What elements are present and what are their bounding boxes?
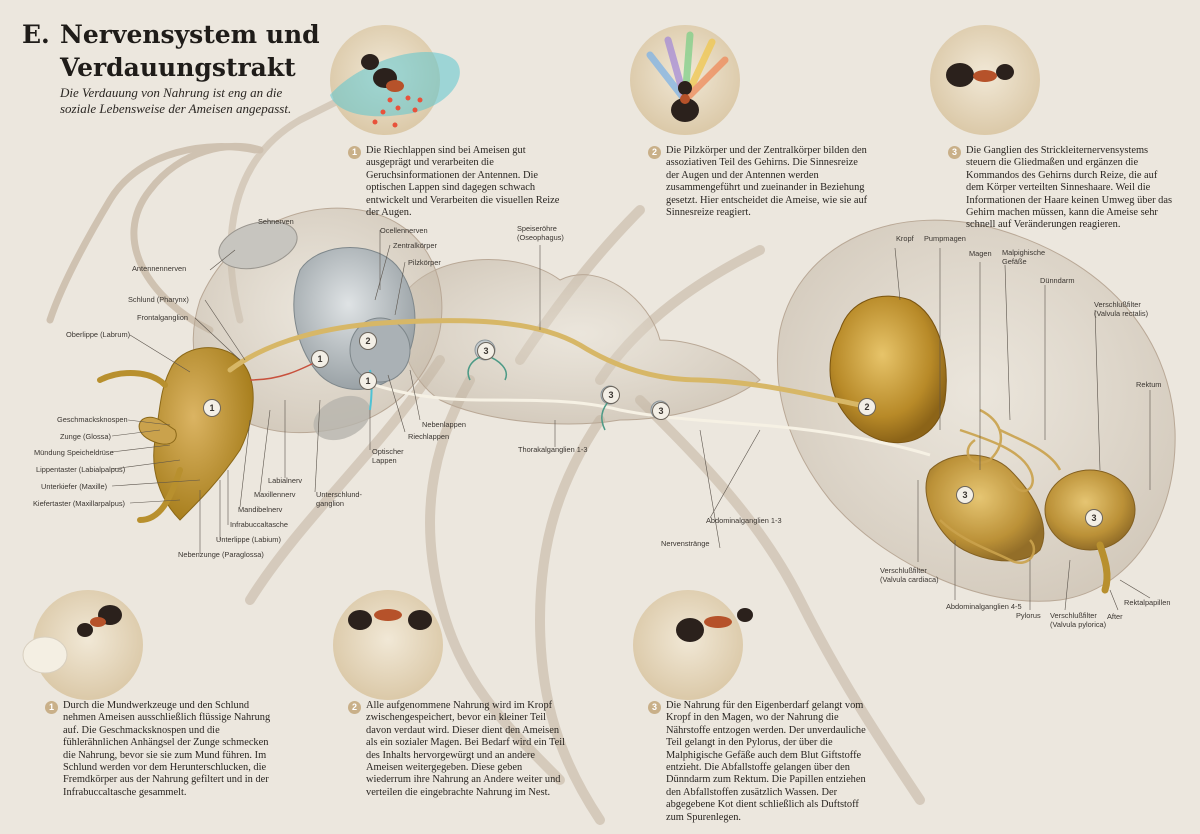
label-vc-2: (Valvula cardiaca) xyxy=(880,575,939,584)
label-magen: Magen xyxy=(969,249,992,258)
bottom-note-1: Durch die Mundwerkzeuge und den Schlund … xyxy=(63,700,271,798)
label-schlund: Schlund (Pharynx) xyxy=(128,295,189,304)
marker-1-olfactory: 1 xyxy=(311,350,329,368)
label-unterschlund-2: ganglion xyxy=(316,499,344,508)
label-pylorus: Pylorus xyxy=(1016,611,1041,620)
bottom-note-3: Die Nahrung für den Eigenberdarf gelangt… xyxy=(666,700,866,823)
thorax xyxy=(398,259,761,425)
label-sehnerven: Sehnerven xyxy=(258,217,294,226)
label-abdominalganglien-4-5: Abdominalganglien 4-5 xyxy=(946,602,1022,611)
label-rektalpapillen: Rektalpapillen xyxy=(1124,598,1171,607)
top-note-1: Die Riechlappen sind bei Ameisen gut aus… xyxy=(366,145,560,219)
label-rektum: Rektum xyxy=(1136,380,1162,389)
label-nebenlappen: Nebenlappen xyxy=(422,420,466,429)
label-oberlippe: Oberlippe (Labrum) xyxy=(66,330,131,339)
label-optischer-1: Optischer xyxy=(372,447,404,456)
label-pumpmagen: Pumpmagen xyxy=(924,234,966,243)
marker-3-stomach: 3 xyxy=(956,486,974,504)
label-zentralkoerper: Zentralkörper xyxy=(393,241,437,250)
label-frontalganglion: Frontalganglion xyxy=(137,313,188,322)
label-nervenstraenge: Nervenstränge xyxy=(661,539,710,548)
label-vp-2: (Valvula pylorica) xyxy=(1050,620,1107,629)
label-abdominalganglien-1-3: Abdominalganglien 1-3 xyxy=(706,516,782,525)
label-optischer-2: Lappen xyxy=(372,456,397,465)
marker-3-thorax-1: 3 xyxy=(477,342,495,360)
marker-2-mushroom-body: 2 xyxy=(359,332,377,350)
label-riechlappen: Riechlappen xyxy=(408,432,450,441)
stomach xyxy=(925,454,1045,562)
marker-2-crop: 2 xyxy=(858,398,876,416)
top-note-3: Die Ganglien des Strickleiternervensyste… xyxy=(966,145,1172,231)
label-ocellennerven: Ocellennerven xyxy=(380,226,428,235)
label-pilzkoerper: Pilzkörper xyxy=(408,258,441,267)
title-line-2: Verdauungstrakt xyxy=(60,53,296,82)
esophagus xyxy=(227,318,863,408)
label-kiefertaster: Kiefertaster (Maxillarpalpus) xyxy=(33,499,126,508)
label-after: After xyxy=(1107,612,1123,621)
marker-1-mouth: 1 xyxy=(203,399,221,417)
bottom-note-2-number: 2 xyxy=(348,701,361,714)
section-letter: E. xyxy=(22,20,50,49)
label-unterschlund-1: Unterschlund- xyxy=(316,490,363,499)
bottom-note-2: Alle aufgenommene Nahrung wird im Kropf … xyxy=(366,700,566,798)
bottom-vignettes xyxy=(33,590,743,700)
label-speiseroehre-1: Speiseröhre xyxy=(517,224,557,233)
label-speicheldruese: Mündung Speicheldrüse xyxy=(34,448,114,457)
label-antennennerven: Antennennerven xyxy=(132,264,187,273)
label-mandibelnerv: Mandibelnerv xyxy=(238,505,283,514)
top-note-2-number: 2 xyxy=(648,146,661,159)
bottom-note-1-number: 1 xyxy=(45,701,58,714)
label-lippentaster: Lippentaster (Labialpalpus) xyxy=(36,465,126,474)
bottom-note-3-number: 3 xyxy=(648,701,661,714)
antenna-left xyxy=(46,142,264,334)
label-geschmacksknospen: Geschmacksknospen xyxy=(57,415,128,424)
marker-1-optic: 1 xyxy=(359,372,377,390)
label-kropf: Kropf xyxy=(896,234,914,243)
page-title: E. Nervensystem und Verdauungstrakt xyxy=(22,18,320,84)
label-unterkiefer: Unterkiefer (Maxille) xyxy=(41,482,108,491)
page-subtitle: Die Verdauung von Nahrung ist eng an die… xyxy=(60,85,292,116)
marker-3-rectum: 3 xyxy=(1085,509,1103,527)
marker-3-thorax-2: 3 xyxy=(602,386,620,404)
label-speiseroehre-2: (Oseophagus) xyxy=(517,233,564,242)
label-zunge: Zunge (Glossa) xyxy=(60,432,111,441)
label-vr-1: Verschlußfilter xyxy=(1094,300,1141,309)
nerve-cord xyxy=(359,378,931,457)
label-labialnerv: Labialnerv xyxy=(268,476,303,485)
label-nebenzunge: Nebenzunge (Paraglossa) xyxy=(178,550,264,559)
marker-3-thorax-3: 3 xyxy=(652,402,670,420)
label-duenndarm: Dünndarm xyxy=(1040,276,1075,285)
top-note-3-number: 3 xyxy=(948,146,961,159)
label-malpighische-1: Malpighische xyxy=(1002,248,1046,257)
label-vc-1: Verschlußfilter xyxy=(880,566,927,575)
label-unterlippe: Unterlippe (Labium) xyxy=(216,535,281,544)
top-note-2: Die Pilzkörper und der Zentralkörper bil… xyxy=(666,145,868,219)
label-vp-1: Verschlußfilter xyxy=(1050,611,1097,620)
compound-eye xyxy=(218,220,298,270)
label-thorakalganglien: Thorakalganglien 1-3 xyxy=(518,445,588,454)
title-line-1: Nervensystem und xyxy=(60,20,320,49)
label-maxillennerv: Maxillennerv xyxy=(254,490,296,499)
label-vr-2: (Valvula rectalis) xyxy=(1094,309,1149,318)
top-note-1-number: 1 xyxy=(348,146,361,159)
label-malpighische-2: Gefäße xyxy=(1002,257,1027,266)
label-infrabuccal: Infrabuccaltasche xyxy=(230,520,288,529)
